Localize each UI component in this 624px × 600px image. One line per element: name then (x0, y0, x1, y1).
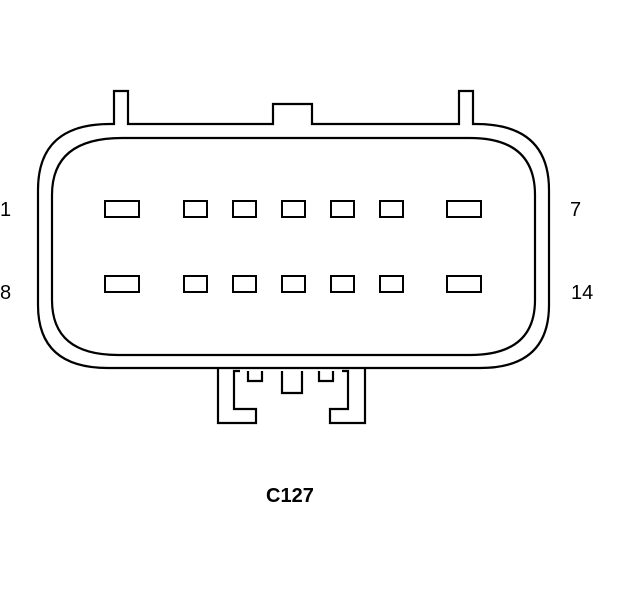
cavity-9 (183, 275, 208, 293)
pin-label-14: 14 (571, 282, 594, 304)
cavity-6 (379, 200, 404, 218)
cavity-13 (379, 275, 404, 293)
connector-id-label: C127 (266, 485, 314, 507)
cavity-4 (281, 200, 306, 218)
connector-housing-outline (36, 89, 551, 370)
cavity-12 (330, 275, 355, 293)
cavity-7 (446, 200, 482, 218)
cavity-1 (104, 200, 140, 218)
lower-latch (216, 368, 367, 425)
cavity-10 (232, 275, 257, 293)
pin-label-7: 7 (570, 199, 582, 221)
cavity-3 (232, 200, 257, 218)
connector-face-outline (50, 136, 537, 357)
cavity-2 (183, 200, 208, 218)
cavity-14 (446, 275, 482, 293)
cavity-11 (281, 275, 306, 293)
cavity-grid (104, 200, 482, 293)
pin-label-8: 8 (0, 282, 12, 304)
pin-label-1: 1 (0, 199, 12, 221)
cavity-5 (330, 200, 355, 218)
cavity-8 (104, 275, 140, 293)
